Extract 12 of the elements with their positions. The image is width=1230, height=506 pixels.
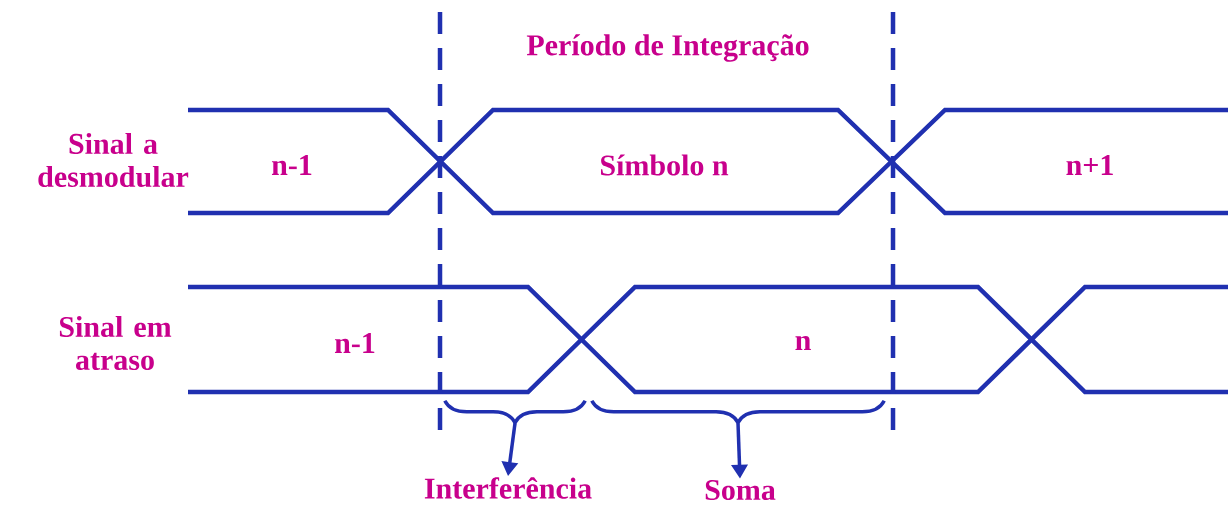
symbol-label: Símbolo n bbox=[601, 154, 729, 176]
brace bbox=[590, 399, 886, 425]
row-label: Sinal em atraso bbox=[59, 315, 172, 371]
brace bbox=[443, 399, 587, 425]
symbol-label: n-1 bbox=[334, 333, 375, 353]
title: Período de Integração bbox=[526, 34, 809, 62]
annotation-text: Soma bbox=[705, 479, 776, 501]
symbol-label: n-1 bbox=[271, 155, 312, 175]
row-label: Sinal a desmodular bbox=[38, 132, 189, 188]
symbol-label: n+1 bbox=[1066, 155, 1113, 175]
symbol-label: n bbox=[795, 335, 811, 351]
annotation-text: Interferência bbox=[424, 477, 592, 499]
